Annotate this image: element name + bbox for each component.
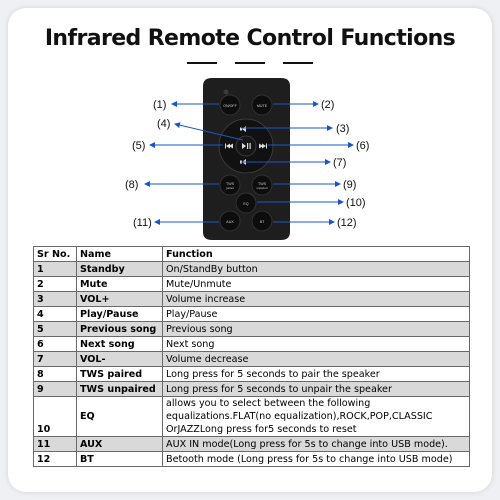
title-divider: [187, 62, 217, 64]
row-function: allows you to select between the followi…: [162, 396, 470, 437]
row-name: AUX: [76, 436, 163, 452]
aux-button[interactable]: AUX: [219, 210, 241, 232]
row-name: Play/Pause: [76, 306, 163, 322]
row-number: 4: [33, 306, 77, 322]
tws-paired-sublabel: paired: [226, 186, 234, 190]
table-row: 7 VOL- Volume decrease: [33, 351, 470, 367]
ir-led-icon: [223, 89, 229, 95]
tws-paired-label: TWS: [226, 182, 235, 186]
callout-label-9: (9): [343, 179, 356, 191]
eq-label: EQ: [243, 202, 248, 206]
row-function: Betooth mode (Long press for 5s to chang…: [162, 451, 470, 467]
table-row: 11 AUX AUX IN mode(Long press for 5s to …: [33, 436, 470, 452]
header-sr-no: Sr No.: [33, 246, 77, 262]
table-row: 12 BT Betooth mode (Long press for 5s to…: [33, 451, 470, 467]
tws-unpaired-label: TWS: [258, 182, 267, 186]
row-function: Long press for 5 seconds to pair the spe…: [162, 366, 470, 382]
row-function: On/StandBy button: [162, 261, 470, 277]
callout-label-6: (6): [356, 140, 369, 152]
row-name: Mute: [76, 276, 163, 292]
row-number: 5: [33, 321, 77, 337]
row-name: EQ: [76, 396, 163, 437]
row-number: 8: [33, 366, 77, 382]
row-function: Mute/Unmute: [162, 276, 470, 292]
callout-label-1: (1): [153, 99, 166, 111]
table-row: 5 Previous song Previous song: [33, 321, 470, 337]
row-name: VOL-: [76, 351, 163, 367]
row-number: 1: [33, 261, 77, 277]
remote-control: ON/OFF MUTE: [203, 78, 290, 240]
row-function-line: equalizations.FLAT(no equalization),ROCK…: [166, 411, 433, 422]
header-name: Name: [76, 246, 163, 262]
row-function: AUX IN mode(Long press for 5s to change …: [162, 436, 470, 452]
row-name: TWS unpaired: [76, 381, 163, 397]
row-function-line: OrJAZZLong press for5 seconds to reset: [166, 424, 357, 435]
page-title: Infrared Remote Control Functions: [44, 26, 456, 51]
row-number: 2: [33, 276, 77, 292]
table-row: 2 Mute Mute/Unmute: [33, 276, 470, 292]
bt-button[interactable]: BT: [251, 210, 273, 232]
callout-label-11: (11): [133, 217, 152, 229]
title-divider: [283, 62, 313, 64]
bt-label: BT: [260, 220, 265, 224]
row-function: Long press for 5 seconds to unpair the s…: [162, 381, 470, 397]
callout-label-8: (8): [125, 179, 138, 191]
row-number: 9: [33, 381, 77, 397]
table-row: 10 EQ allows you to select between the f…: [33, 396, 470, 437]
row-name: TWS paired: [76, 366, 163, 382]
title-divider: [235, 62, 265, 64]
tws-paired-button[interactable]: TWS paired: [219, 174, 241, 196]
row-function: Play/Pause: [162, 306, 470, 322]
remote-diagram: ON/OFF MUTE: [0, 75, 500, 245]
row-number: 7: [33, 351, 77, 367]
next-icon[interactable]: [259, 143, 267, 149]
onoff-label: ON/OFF: [223, 104, 237, 108]
callout-label-3: (3): [336, 123, 349, 135]
row-name: Next song: [76, 336, 163, 352]
callout-label-2: (2): [321, 99, 334, 111]
row-function: Volume increase: [162, 291, 470, 307]
aux-label: AUX: [226, 220, 234, 224]
table-row: 9 TWS unpaired Long press for 5 seconds …: [33, 381, 470, 397]
callout-label-10: (10): [346, 197, 366, 209]
onoff-button[interactable]: ON/OFF: [219, 94, 241, 116]
row-function: Previous song: [162, 321, 470, 337]
eq-button[interactable]: EQ: [235, 192, 257, 214]
tws-unpaired-button[interactable]: TWS unpaired: [251, 174, 273, 196]
callout-label-12: (12): [337, 217, 357, 229]
row-name: Standby: [76, 261, 163, 277]
table-row: 3 VOL+ Volume increase: [33, 291, 470, 307]
dpad: [218, 118, 274, 174]
functions-table: Sr No. Name Function 1 Standby On/StandB…: [33, 246, 470, 467]
row-number: 6: [33, 336, 77, 352]
row-function: Next song: [162, 336, 470, 352]
callout-label-5: (5): [132, 140, 145, 152]
table-row: 6 Next song Next song: [33, 336, 470, 352]
row-number: 3: [33, 291, 77, 307]
row-name: BT: [76, 451, 163, 467]
header-function: Function: [162, 246, 470, 262]
callout-label-4: (4): [157, 118, 170, 130]
table-row: 1 Standby On/StandBy button: [33, 261, 470, 277]
play-pause-icon[interactable]: [242, 143, 251, 149]
row-name: VOL+: [76, 291, 163, 307]
table-header-row: Sr No. Name Function: [33, 246, 470, 262]
callout-arrow-4: [174, 122, 244, 141]
row-name: Previous song: [76, 321, 163, 337]
row-function: Volume decrease: [162, 351, 470, 367]
table-row: 8 TWS paired Long press for 5 seconds to…: [33, 366, 470, 382]
tws-unpaired-sublabel: unpaired: [257, 186, 268, 190]
mute-button[interactable]: MUTE: [251, 94, 273, 116]
row-number: 10: [33, 396, 77, 437]
row-number: 12: [33, 451, 77, 467]
table-row: 4 Play/Pause Play/Pause: [33, 306, 470, 322]
callout-label-7: (7): [333, 157, 346, 169]
mute-label: MUTE: [257, 104, 268, 108]
row-function-line: allows you to select between the followi…: [166, 398, 371, 409]
row-number: 11: [33, 436, 77, 452]
previous-icon[interactable]: [225, 143, 233, 149]
